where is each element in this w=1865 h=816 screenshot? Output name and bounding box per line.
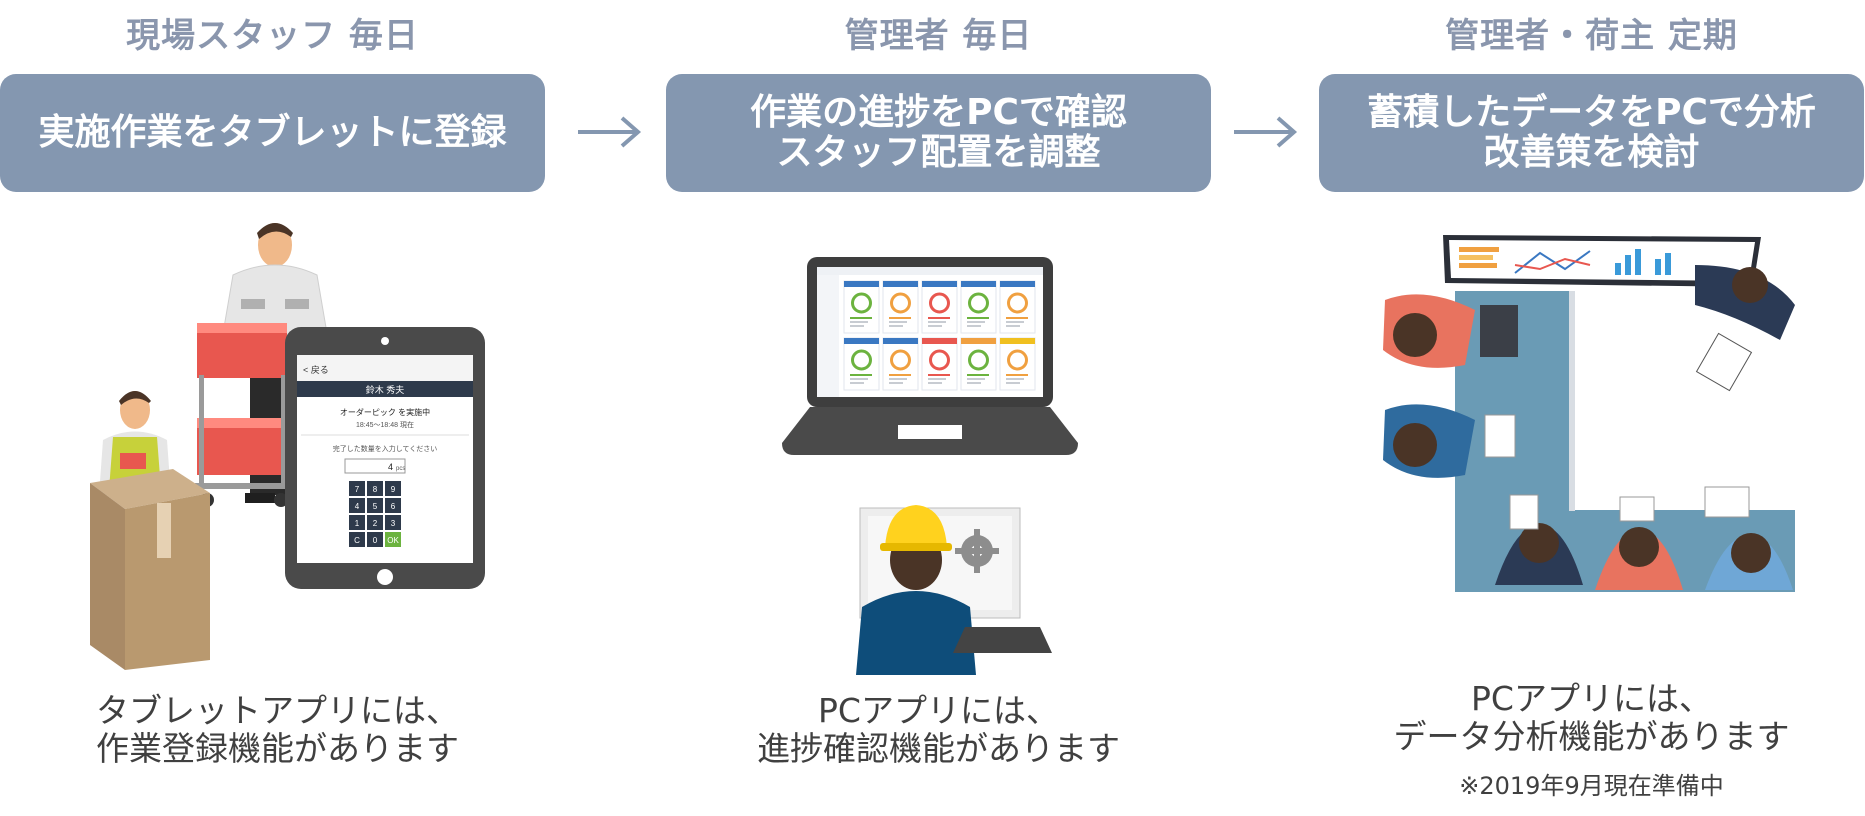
step-3-banner-line: 蓄積したデータをPCで分析: [1367, 91, 1816, 133]
step-3-heading: 管理者・荷主 定期: [1445, 16, 1738, 56]
step-3-banner: 蓄積したデータをPCで分析 改善策を検討: [1319, 74, 1864, 192]
dashboard-card: [882, 337, 919, 391]
step-3-caption-line: データ分析機能があります: [1393, 716, 1790, 756]
keypad-key: [367, 498, 383, 513]
tablet-task-label: オーダーピック を実施中: [340, 407, 430, 417]
step-2-banner-line: スタッフ配置を調整: [776, 132, 1101, 173]
engineer-figure: [856, 505, 1052, 675]
step-2-caption: PCアプリには、 進捗確認機能があります: [666, 692, 1211, 768]
dashboard-card: [999, 280, 1036, 334]
step-1-caption: タブレットアプリには、 作業登録機能があります: [0, 692, 545, 768]
dashboard-grid: [843, 280, 1036, 391]
step-3: 管理者・荷主 定期 蓄積したデータをPCで分析 改善策を検討 PCアプリには、 …: [1319, 0, 1864, 816]
dashboard-card: [843, 280, 880, 334]
keypad-key-label: 5: [373, 502, 378, 511]
step-2: 管理者 毎日 作業の進捗をPCで確認 スタッフ配置を調整 PCアプリには、 進捗…: [666, 0, 1211, 816]
presentation-screen: [1443, 235, 1761, 287]
dashboard-card: [843, 337, 880, 391]
step-1-banner: 実施作業をタブレットに登録: [0, 74, 545, 192]
keypad-key: [367, 515, 383, 530]
cardboard-box-shape: [90, 469, 210, 670]
keypad-key-label: 3: [391, 519, 396, 528]
step-1-heading: 現場スタッフ 毎日: [126, 16, 419, 56]
dashboard-card: [999, 337, 1036, 391]
meeting-room-illustration: [1383, 235, 1795, 592]
step-2-caption-line: PCアプリには、: [818, 691, 1059, 730]
dashboard-card: [921, 280, 958, 334]
tablet-quantity-value: 4: [388, 462, 393, 472]
keypad-key: [385, 481, 401, 496]
keypad-key: [367, 481, 383, 496]
step-2-heading: 管理者 毎日: [844, 16, 1033, 56]
tablet-staff-name: 鈴木 秀夫: [366, 384, 405, 395]
keypad-key: [385, 532, 401, 547]
keypad-key-label: 6: [391, 502, 396, 511]
keypad-key: [385, 498, 401, 513]
keypad-key-label: 7: [355, 485, 360, 494]
step-1-banner-line: 実施作業をタブレットに登録: [38, 111, 507, 153]
step-1-caption-line: タブレットアプリには、: [96, 691, 459, 730]
tablet-time-label: 18:45〜18:48 現在: [356, 420, 414, 429]
keypad-key: [349, 515, 365, 530]
keypad-key-label: 0: [373, 536, 378, 545]
keypad-key: [349, 532, 365, 547]
tablet-prompt-label: 完了した数量を入力してください: [333, 444, 438, 453]
keypad-key: [349, 481, 365, 496]
keypad-key-label: 8: [373, 485, 378, 494]
dashboard-card: [921, 337, 958, 391]
tablet-back-label: < 戻る: [303, 364, 329, 375]
dashboard-card: [882, 280, 919, 334]
warehouse-staff-tablet-illustration: < 戻る 鈴木 秀夫 オーダーピック を実施中 18:45〜18:48 現在 完…: [90, 223, 485, 670]
gear-icon: [955, 529, 999, 573]
keypad-key: [385, 515, 401, 530]
step-3-caption-line: PCアプリには、: [1471, 679, 1712, 718]
step-3-caption: PCアプリには、 データ分析機能があります: [1319, 680, 1864, 756]
tablet-device: < 戻る 鈴木 秀夫 オーダーピック を実施中 18:45〜18:48 現在 完…: [285, 327, 485, 589]
dashboard-card: [960, 280, 997, 334]
keypad-key: [349, 498, 365, 513]
step-1: 現場スタッフ 毎日 実施作業をタブレットに登録 タブレットアプリには、 作業登録…: [0, 0, 545, 816]
arrow-right-icon: [578, 116, 642, 148]
step-3-note: ※2019年9月現在準備中: [1459, 772, 1724, 800]
step-2-banner-line: 作業の進捗をPCで確認: [750, 91, 1127, 133]
attendee-figures: [1383, 265, 1795, 590]
keypad-key-label: 1: [355, 519, 360, 528]
dashboard-card: [960, 337, 997, 391]
tablet-unit-label: pcs: [396, 466, 405, 472]
step-2-caption-line: 進捗確認機能があります: [757, 728, 1120, 768]
keypad-key-label: 2: [373, 519, 378, 528]
step-3-banner-line: 改善策を検討: [1483, 132, 1700, 173]
keypad-key: [367, 532, 383, 547]
tablet-keypad: 7 8 9 4 5 6 1 2 3C 0 OK: [349, 481, 401, 547]
keypad-key-label: C: [354, 536, 360, 545]
keypad-key-label: 4: [355, 502, 360, 511]
arrow-right-icon: [1234, 116, 1298, 148]
step-2-banner: 作業の進捗をPCで確認 スタッフ配置を調整: [666, 74, 1211, 192]
laptop-engineer-illustration: [782, 257, 1078, 675]
keypad-key-label: OK: [387, 536, 399, 545]
laptop-device: [782, 257, 1078, 455]
keypad-key-label: 9: [391, 485, 396, 494]
step-1-caption-line: 作業登録機能があります: [96, 728, 459, 768]
